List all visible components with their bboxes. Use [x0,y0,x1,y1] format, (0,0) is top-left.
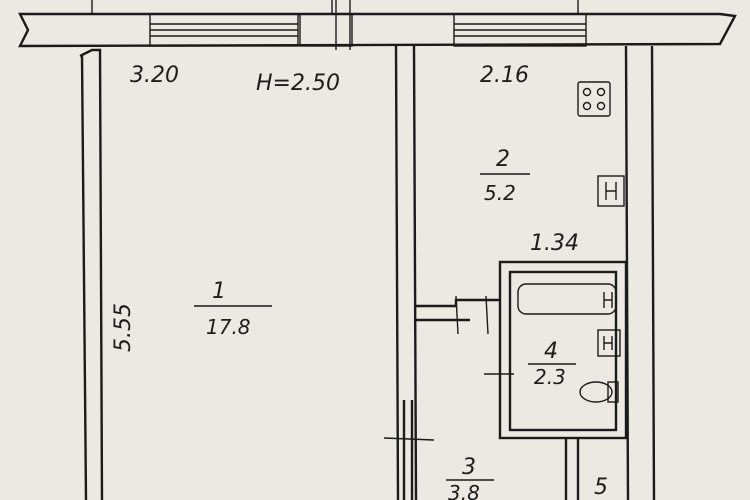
ceiling-height-label: H=2.50 [256,71,340,96]
room1-width-label: 3.20 [130,63,179,88]
wc-walls [564,438,580,500]
room-4-area: 2.3 [534,365,566,389]
stove-icon [577,81,611,117]
bathroom-walls [498,260,628,440]
room-2-area: 5.2 [484,181,516,205]
balcony-door [299,0,353,50]
kitchen-sink-icon [597,175,625,207]
room-1-number: 1 [212,279,226,304]
toilet-icon [579,381,619,403]
room-1-area: 17.8 [206,315,251,339]
partition-wall-1-2 [394,45,418,500]
room1-length-label: 5.55 [111,303,136,352]
washbasin-icon [597,329,621,357]
exterior-wall-left [79,48,104,500]
corridor-door-marks [383,373,514,500]
kitchen-bottom-wall [416,295,500,335]
exterior-wall-right [624,45,656,500]
exterior-wall-top [18,0,737,48]
window-room-1 [149,13,299,47]
room-5-number: 5 [594,475,608,500]
window-room-2 [453,13,587,47]
room-3-area: 3.8 [448,481,480,500]
bathtub-icon [517,283,617,315]
room4-width-label: 1.34 [530,231,579,256]
room-4-number: 4 [544,339,558,364]
room-2-number: 2 [496,147,510,172]
room2-width-label: 2.16 [480,63,529,88]
room-3-number: 3 [462,455,476,480]
